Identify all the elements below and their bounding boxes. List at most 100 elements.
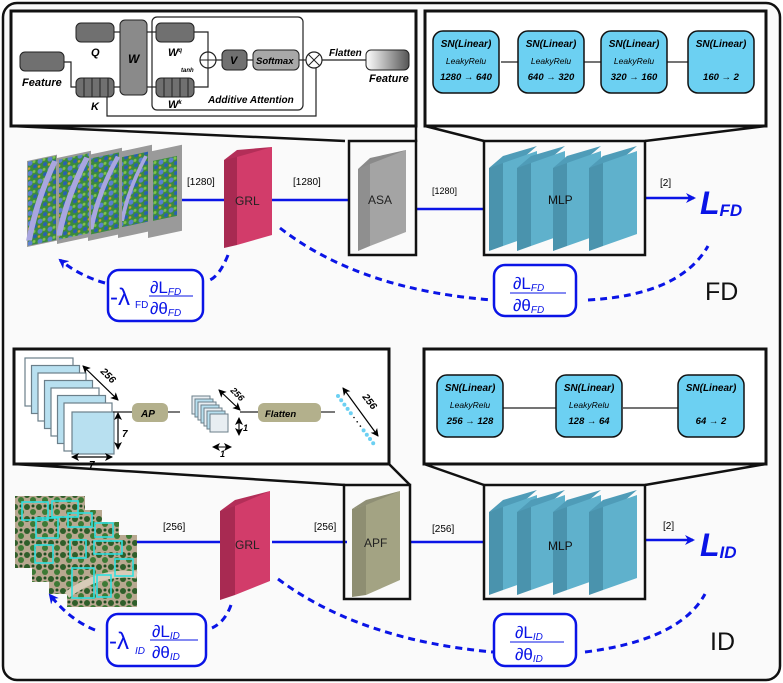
feature-map xyxy=(71,411,115,455)
sn-title: SN(Linear) xyxy=(526,39,577,50)
sn-dims: 256 → 128 xyxy=(446,416,494,427)
svg-text:∂θID: ∂θID xyxy=(515,645,543,665)
mlp-layer-slab xyxy=(589,490,637,595)
fd-mlp-frame xyxy=(482,139,647,257)
w-label: W xyxy=(128,52,141,66)
fd-dim-label: [1280] xyxy=(432,186,457,196)
id-image-stack xyxy=(15,496,138,607)
id-sn-linear-box: SN(Linear) 64 → 2 xyxy=(677,374,745,438)
flatten-pill xyxy=(258,403,321,422)
sn-dims: 320 → 160 xyxy=(611,72,658,83)
feature-input-block xyxy=(19,51,65,72)
wk-block xyxy=(155,77,195,98)
fd-section: Feature Q K W Additive Attention xyxy=(9,9,768,323)
wk-label: Wk xyxy=(168,99,182,111)
sn-activation: LeakyRelu xyxy=(450,400,490,410)
fd-grl-block: GRL xyxy=(224,147,272,248)
sn-activation: LeakyRelu xyxy=(569,400,609,410)
id-dim-label: [2] xyxy=(663,521,674,532)
feature-output-block xyxy=(365,49,410,71)
fd-dim-label: [1280] xyxy=(187,177,215,188)
id-section: 256 7 7 AP 256 1 1 Flatten xyxy=(12,347,768,668)
pooled-channel-arrow xyxy=(218,389,241,411)
fd-grl-label: GRL xyxy=(235,194,260,208)
fd-reversed-gradient-box: -λ FD ∂LFD ∂θFD xyxy=(106,268,205,323)
sn-activation: LeakyRelu xyxy=(531,56,571,66)
fd-asa-frame xyxy=(347,139,418,257)
id-mlp-block xyxy=(489,490,637,595)
fd-reversed-gradient-path xyxy=(209,254,230,282)
fd-sn-linear-box: SN(Linear) 160 → 2 xyxy=(687,30,755,94)
id-apf-frame xyxy=(342,483,412,601)
sn-title: SN(Linear) xyxy=(686,383,737,394)
id-grl-label: GRL xyxy=(235,538,260,552)
k-label: K xyxy=(91,101,100,113)
fd-mlp-label: MLP xyxy=(548,193,573,207)
ap-label: AP xyxy=(140,409,155,420)
fd-mlp-block xyxy=(489,146,637,251)
fd-attention-detail-box: Feature Q K W Additive Attention xyxy=(9,9,418,128)
sn-dims: 160 → 2 xyxy=(703,72,740,83)
additive-attention-label: Additive Attention xyxy=(207,95,294,106)
sn-title: SN(Linear) xyxy=(696,39,747,50)
sn-activation: LeakyRelu xyxy=(446,56,486,66)
softmax-label: Softmax xyxy=(256,56,294,67)
pooled-h-label: 1 xyxy=(243,423,248,433)
id-pooled-map-stack xyxy=(191,395,229,433)
svg-text:-λ: -λ xyxy=(110,284,130,311)
id-gradient-path xyxy=(277,577,494,654)
additive-attention-box xyxy=(151,16,304,111)
id-apf-block: APF xyxy=(352,491,400,597)
id-gradient-path xyxy=(584,593,707,654)
channel-dim-arrow xyxy=(82,365,119,401)
fd-dim-label: [1280] xyxy=(293,177,321,188)
q-block xyxy=(75,22,115,43)
id-reversed-gradient-arrow xyxy=(48,593,96,632)
wq-block xyxy=(155,22,195,43)
svg-text:∂LFD: ∂LFD xyxy=(513,274,544,294)
fd-sn-linear-box: SN(Linear) LeakyRelu 1280 → 640 xyxy=(432,30,500,94)
svg-text:∂θFD: ∂θFD xyxy=(513,296,544,316)
id-loss-label: LID xyxy=(700,527,737,563)
sn-dims: 1280 → 640 xyxy=(440,72,492,83)
sn-dims: 128 → 64 xyxy=(568,416,610,427)
id-apf-label: APF xyxy=(364,536,387,550)
id-mlp-label: MLP xyxy=(548,539,573,553)
k-block xyxy=(75,77,115,98)
sn-title: SN(Linear) xyxy=(441,39,492,50)
svg-text:∂LFD: ∂LFD xyxy=(150,278,181,298)
sn-dims: 64 → 2 xyxy=(696,416,727,427)
sum-operator-icon xyxy=(199,51,217,69)
wq-label: Wq xyxy=(168,47,182,59)
feature-output-label: Feature xyxy=(369,73,409,85)
sn-title: SN(Linear) xyxy=(609,39,660,50)
svg-text:ID: ID xyxy=(135,646,145,657)
id-dim-label: [256] xyxy=(432,524,454,535)
id-gradient-box: ∂LID ∂θID xyxy=(492,612,578,668)
svg-text:∂LID: ∂LID xyxy=(515,623,543,643)
id-pool-detail-box: 256 7 7 AP 256 1 1 Flatten xyxy=(12,347,391,471)
id-grl-block: GRL xyxy=(220,491,270,600)
tanh-label: tanh xyxy=(181,68,194,74)
ap-pill xyxy=(132,403,168,422)
feature-input-label: Feature xyxy=(22,77,62,89)
multiply-operator-icon xyxy=(305,51,323,69)
id-dim-label: [256] xyxy=(163,522,185,533)
flatten-label: Flatten xyxy=(265,409,296,420)
height-dim-label: 7 xyxy=(122,429,128,440)
v-label: V xyxy=(230,55,239,67)
svg-text:∂θID: ∂θID xyxy=(152,643,180,663)
fd-reversed-gradient-arrow xyxy=(58,258,106,285)
fd-gradient-box: ∂LFD ∂θFD xyxy=(492,263,578,318)
id-mlp-frame xyxy=(482,483,647,601)
fd-section-label: FD xyxy=(705,278,738,306)
id-reversed-gradient-box: -λ ID ∂LID ∂θID xyxy=(105,612,208,668)
fd-gradient-path xyxy=(587,245,710,302)
